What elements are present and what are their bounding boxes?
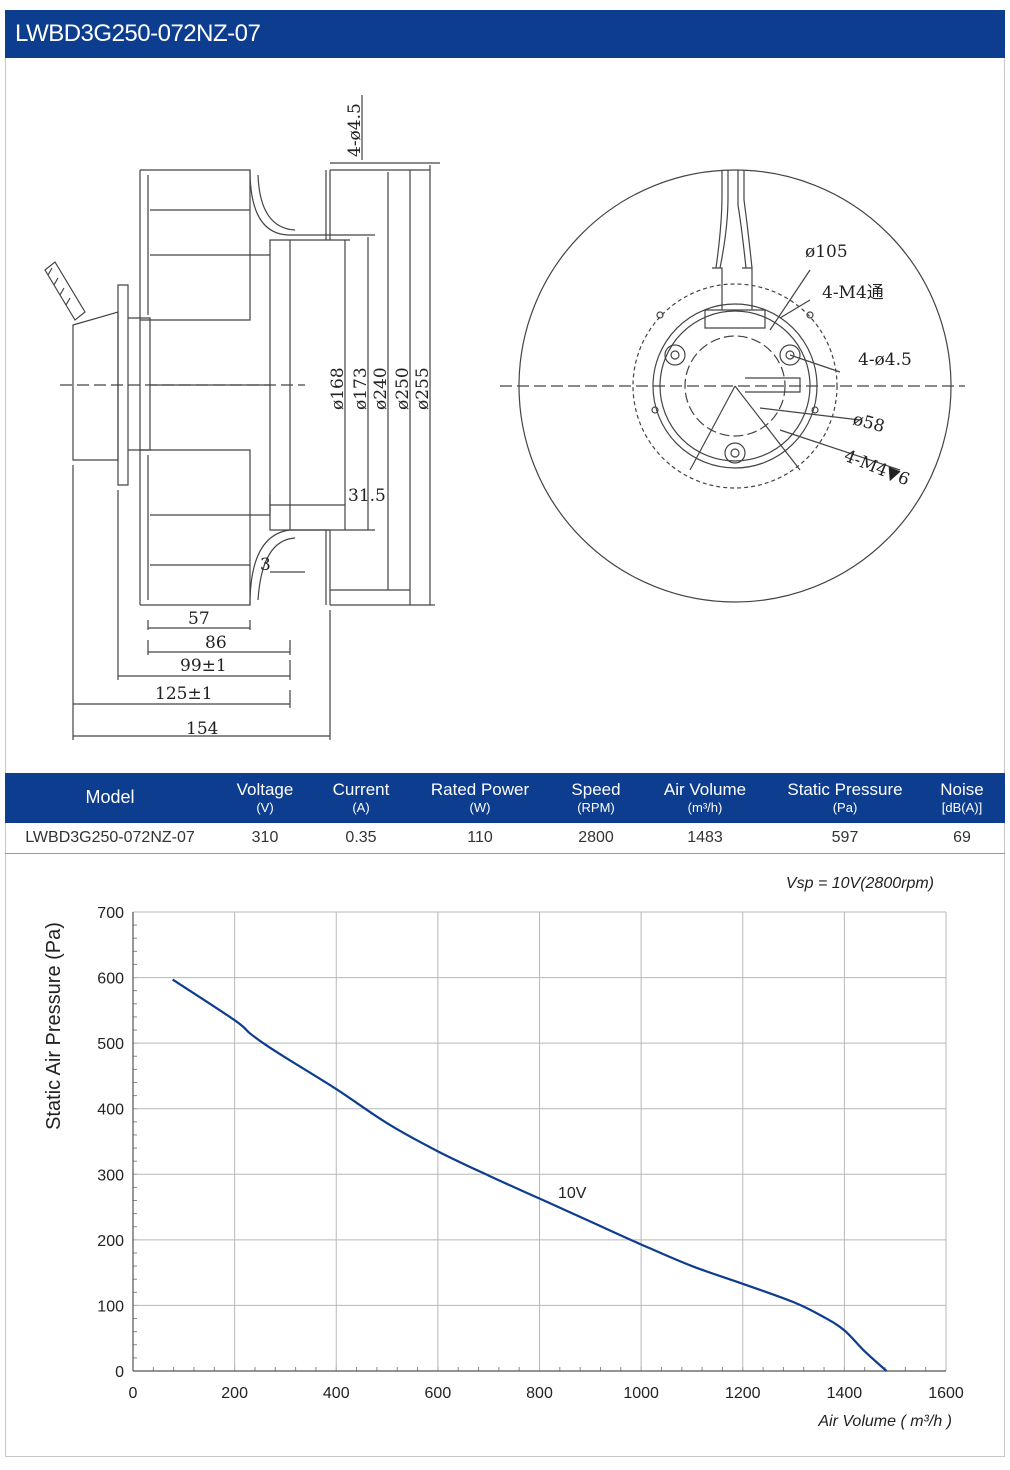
- y-tick-label: 100: [97, 1298, 124, 1315]
- x-tick-label: 400: [323, 1385, 350, 1402]
- col-header-current: Current(A): [315, 773, 407, 823]
- page-title: LWBD3G250-072NZ-07: [15, 20, 261, 47]
- cell-speed: 2800: [553, 823, 639, 854]
- cell-model: LWBD3G250-072NZ-07: [5, 823, 215, 854]
- cell-rated-power: 110: [407, 823, 553, 854]
- dimension-drawing: 4-ø4.5 ø168 ø173 ø240 ø250 ø255 57 86 99…: [44, 95, 965, 740]
- cell-air-volume: 1483: [639, 823, 771, 854]
- dim-125: 125±1: [155, 684, 213, 704]
- series-line-10v: [172, 978, 888, 1372]
- spec-table: Model Voltage(V) Current(A) Rated Power(…: [5, 773, 1005, 854]
- x-tick-label: 1600: [928, 1385, 964, 1402]
- performance-chart: 0 200 400 600 800 1000 1200 1400 1600 0 100 200 300 4…: [43, 875, 964, 1430]
- y-tick-label: 0: [115, 1364, 124, 1381]
- series-label-10v: 10V: [558, 1185, 587, 1202]
- label-d105: ø105: [805, 242, 848, 262]
- dim-d173: ø173: [351, 367, 371, 410]
- x-tick-label: 200: [221, 1385, 248, 1402]
- dim-154: 154: [186, 719, 218, 739]
- chart-x-axis-label: Air Volume ( m³/h ): [817, 1413, 952, 1430]
- label-4-m4-through: 4-M4通: [822, 283, 884, 303]
- dim-31-5: 31.5: [348, 486, 386, 506]
- x-tick-label: 800: [526, 1385, 553, 1402]
- side-view: [44, 95, 440, 740]
- y-tick-label: 200: [97, 1233, 124, 1250]
- y-tick-label: 300: [97, 1167, 124, 1184]
- dim-d168: ø168: [328, 367, 348, 410]
- y-tick-label: 500: [97, 1036, 124, 1053]
- x-tick-label: 1400: [827, 1385, 863, 1402]
- cell-current: 0.35: [315, 823, 407, 854]
- label-4-d4-5: 4-ø4.5: [858, 350, 912, 370]
- label-d58: ø58: [851, 410, 887, 438]
- col-header-noise: Noise[dB(A)]: [919, 773, 1005, 823]
- dim-99: 99±1: [180, 656, 227, 676]
- y-tick-label: 600: [97, 971, 124, 988]
- chart-ticks: 0 200 400 600 800 1000 1200 1400 1600 0 100 200 300 4…: [97, 905, 964, 1402]
- y-tick-label: 700: [97, 905, 124, 922]
- dim-hole-label: 4-ø4.5: [345, 103, 365, 157]
- col-header-voltage: Voltage(V): [215, 773, 315, 823]
- col-header-model: Model: [5, 773, 215, 823]
- x-tick-label: 1000: [623, 1385, 659, 1402]
- cell-noise: 69: [919, 823, 1005, 854]
- chart-grid: [132, 911, 947, 1372]
- col-header-rated-power: Rated Power(W): [407, 773, 553, 823]
- dim-3: 3: [260, 555, 271, 575]
- cell-voltage: 310: [215, 823, 315, 854]
- dim-57: 57: [188, 609, 210, 629]
- table-row: LWBD3G250-072NZ-07 310 0.35 110 2800 148…: [5, 823, 1005, 854]
- col-header-speed: Speed(RPM): [553, 773, 639, 823]
- x-tick-label: 1200: [725, 1385, 761, 1402]
- x-tick-label: 600: [425, 1385, 452, 1402]
- dim-86: 86: [205, 633, 227, 653]
- cell-static-pressure: 597: [771, 823, 919, 854]
- chart-title: Vsp = 10V(2800rpm): [786, 875, 934, 892]
- col-header-static-pressure: Static Pressure(Pa): [771, 773, 919, 823]
- dim-d250: ø250: [393, 367, 413, 410]
- title-bar: LWBD3G250-072NZ-07: [5, 10, 1005, 58]
- dim-d240: ø240: [371, 367, 391, 410]
- label-4-m4-depth: 4-M4▼6: [841, 446, 912, 490]
- col-header-air-volume: Air Volume(m³/h): [639, 773, 771, 823]
- chart-series: [172, 978, 888, 1372]
- dim-d255: ø255: [413, 367, 433, 410]
- front-view: [500, 169, 965, 603]
- x-tick-label: 0: [129, 1385, 138, 1402]
- chart-y-axis-label: Static Air Pressure (Pa): [43, 922, 65, 1130]
- y-tick-label: 400: [97, 1102, 124, 1119]
- table-header-row: Model Voltage(V) Current(A) Rated Power(…: [5, 773, 1005, 823]
